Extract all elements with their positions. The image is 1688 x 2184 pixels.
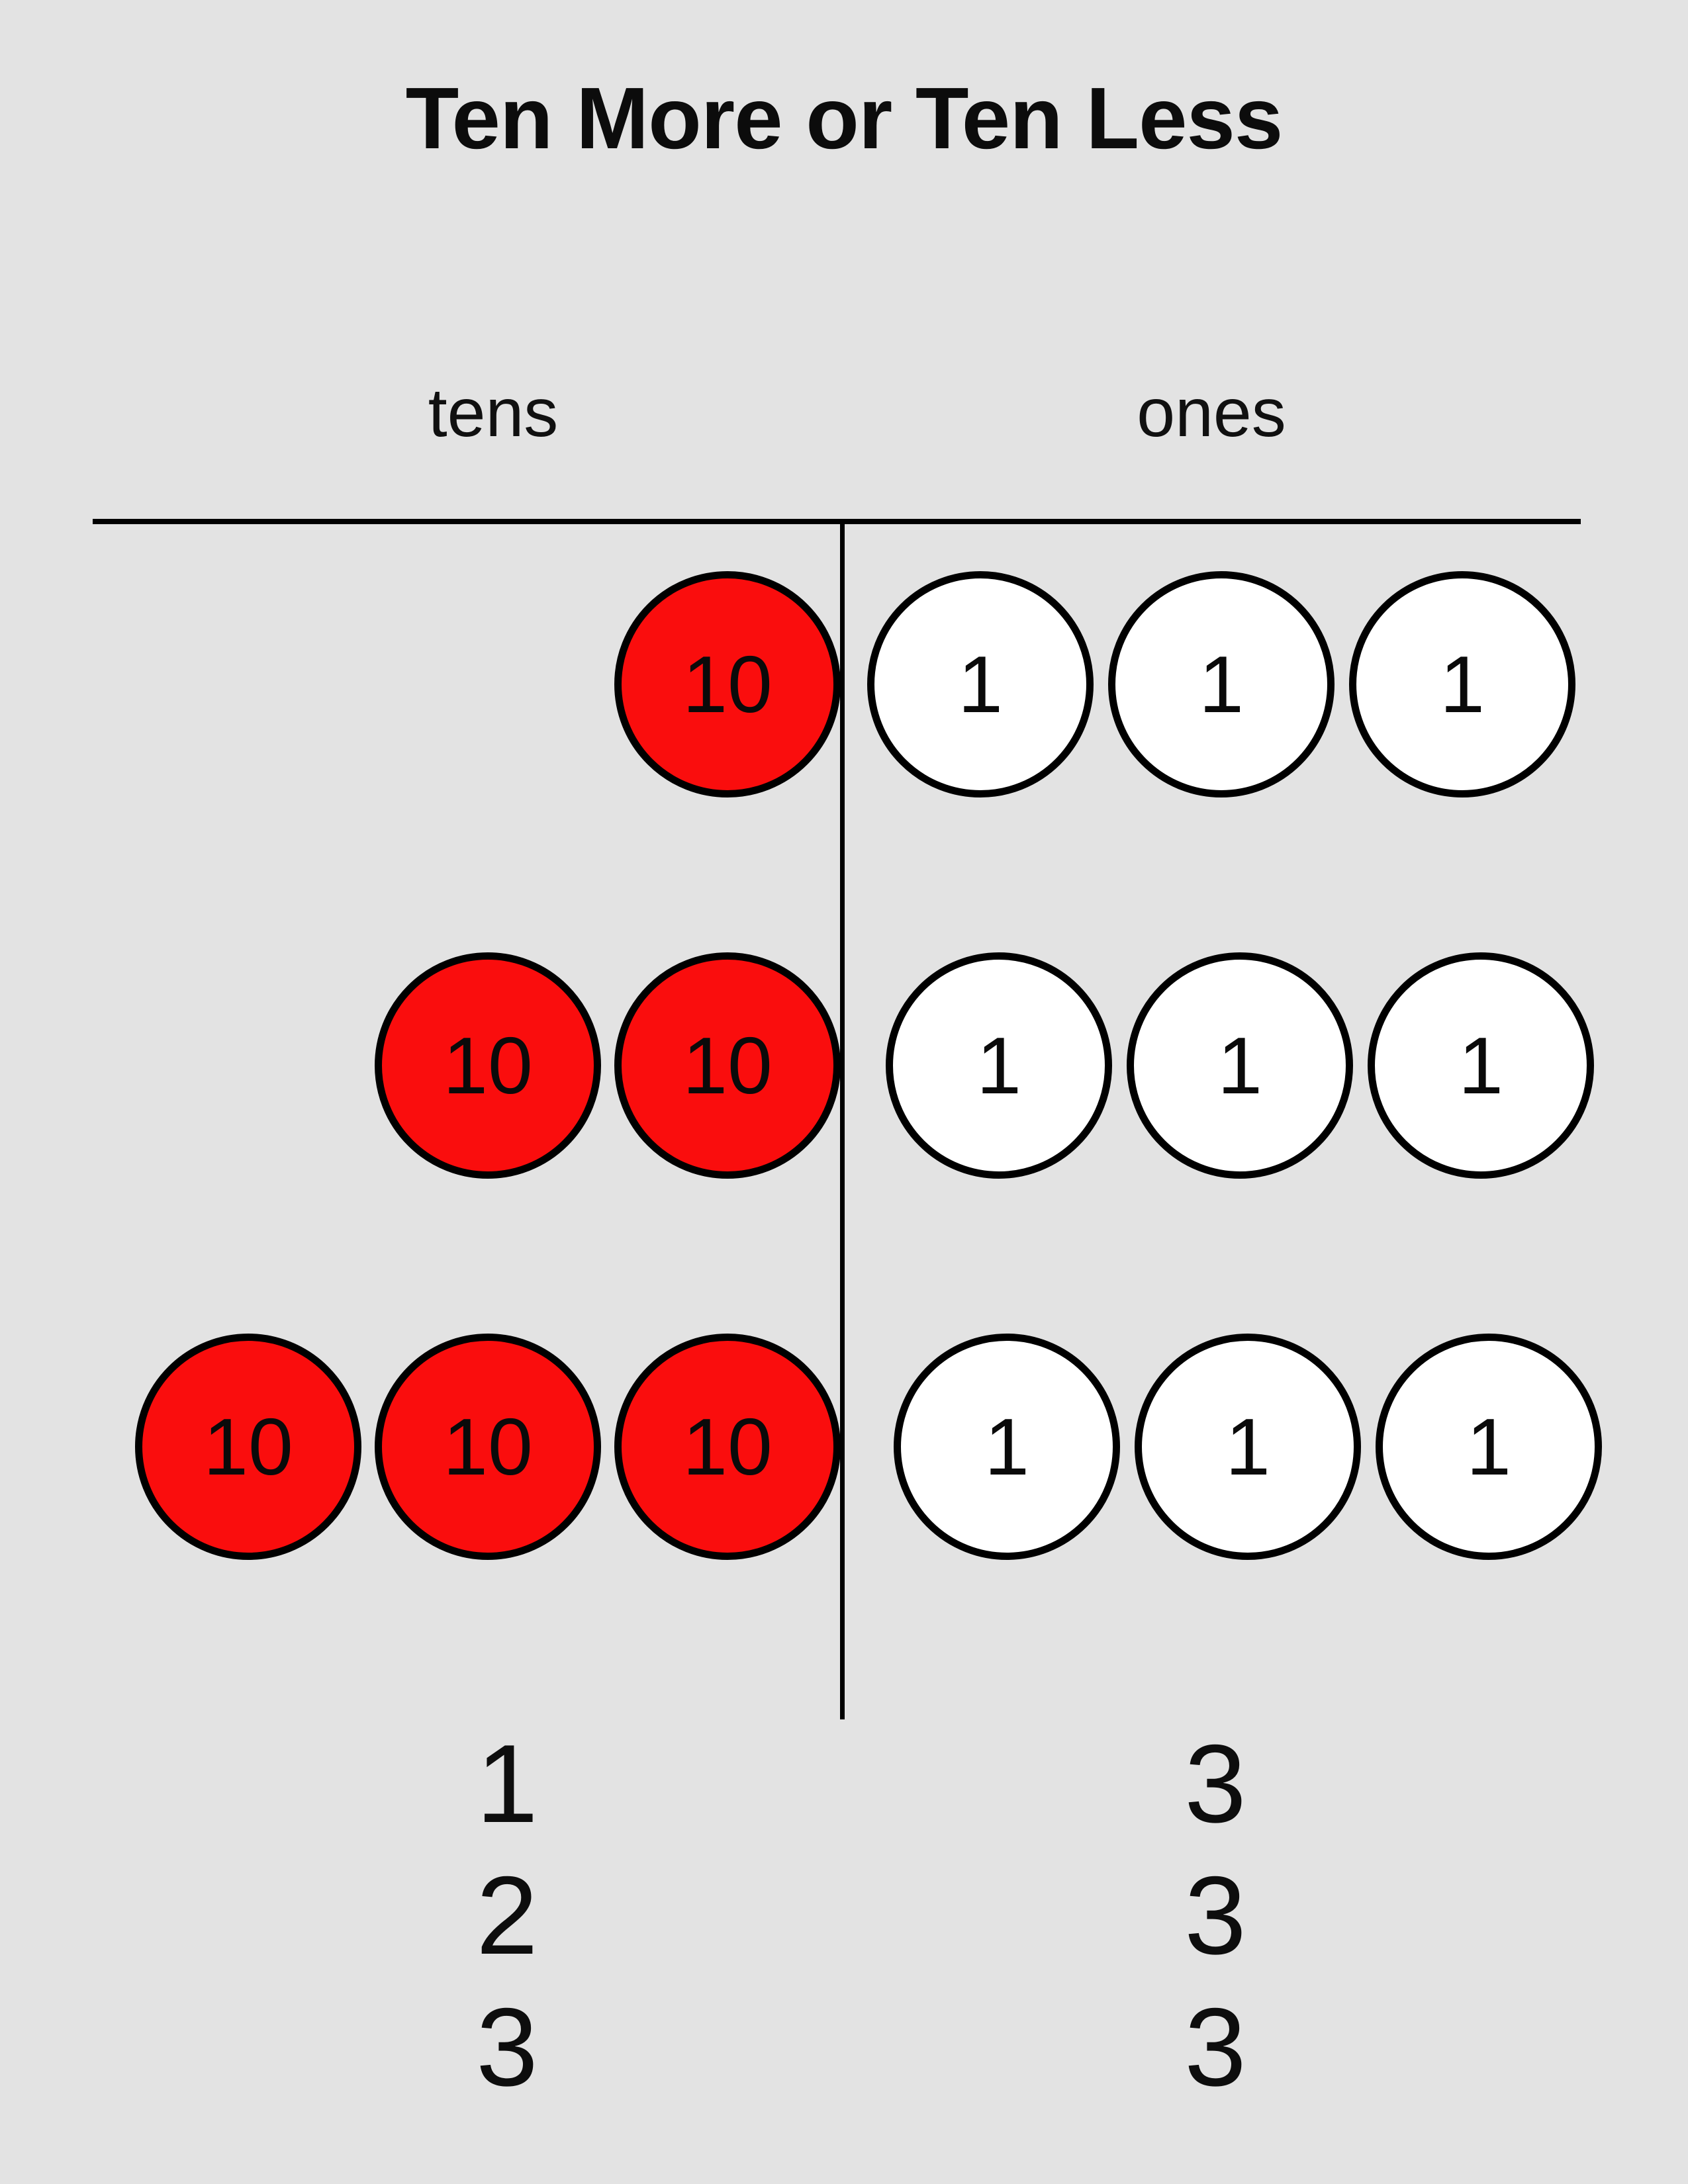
one-disc[interactable]: 1 bbox=[1127, 952, 1353, 1179]
one-disc[interactable]: 1 bbox=[1368, 952, 1594, 1179]
one-disc[interactable]: 1 bbox=[886, 952, 1112, 1179]
ten-disc[interactable]: 10 bbox=[614, 952, 841, 1179]
ten-disc[interactable]: 10 bbox=[375, 1334, 601, 1560]
ten-disc[interactable]: 10 bbox=[135, 1334, 361, 1560]
answer-digit[interactable]: 3 bbox=[1184, 1853, 1246, 1978]
one-disc[interactable]: 1 bbox=[1349, 571, 1575, 797]
tens-discs-row-2: 10 10 bbox=[93, 948, 841, 1183]
answer-digit[interactable]: 3 bbox=[476, 1985, 538, 2109]
horizontal-divider-line bbox=[93, 519, 1581, 524]
answer-digit[interactable]: 3 bbox=[1184, 1985, 1246, 2109]
one-disc[interactable]: 1 bbox=[1135, 1334, 1361, 1560]
ten-disc[interactable]: 10 bbox=[375, 952, 601, 1179]
one-disc[interactable]: 1 bbox=[1376, 1334, 1602, 1560]
column-header-ones: ones bbox=[1137, 375, 1286, 451]
ones-discs-row-2: 1 1 1 bbox=[861, 948, 1640, 1183]
answer-column-ones: 3 3 3 bbox=[1076, 1718, 1354, 2113]
answer-digit[interactable]: 2 bbox=[476, 1853, 538, 1978]
tens-discs-row-3: 10 10 10 bbox=[93, 1329, 841, 1565]
one-disc[interactable]: 1 bbox=[894, 1334, 1120, 1560]
ones-discs-row-1: 1 1 1 bbox=[861, 567, 1622, 802]
column-header-tens: tens bbox=[428, 375, 559, 451]
ones-discs-row-3: 1 1 1 bbox=[861, 1329, 1648, 1565]
one-disc[interactable]: 1 bbox=[1108, 571, 1335, 797]
ten-disc[interactable]: 10 bbox=[614, 1334, 841, 1560]
ten-disc[interactable]: 10 bbox=[614, 571, 841, 797]
one-disc[interactable]: 1 bbox=[867, 571, 1094, 797]
page-title: Ten More or Ten Less bbox=[405, 69, 1284, 167]
answer-digit[interactable]: 3 bbox=[1184, 1721, 1246, 1846]
answer-column-tens: 1 2 3 bbox=[368, 1718, 646, 2113]
answer-digit[interactable]: 1 bbox=[476, 1721, 538, 1846]
vertical-divider-line bbox=[840, 519, 845, 1719]
tens-discs-row-1: 10 bbox=[93, 567, 1074, 802]
